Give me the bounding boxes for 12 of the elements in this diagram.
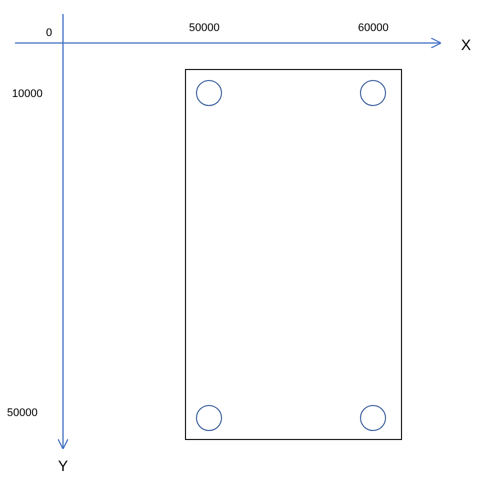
- hole-circle: [360, 80, 386, 106]
- hole-circle: [196, 405, 222, 431]
- tick-label: 60000: [358, 23, 389, 34]
- hole-circle: [360, 405, 386, 431]
- tick-label: 50000: [189, 23, 220, 34]
- plate-rectangle: [185, 69, 402, 440]
- axis-label: X: [461, 38, 472, 53]
- origin-label: 0: [46, 28, 52, 39]
- tick-label: 50000: [7, 408, 38, 419]
- tick-label: 10000: [12, 89, 43, 100]
- axis-label: Y: [58, 459, 68, 474]
- hole-circle: [196, 80, 222, 106]
